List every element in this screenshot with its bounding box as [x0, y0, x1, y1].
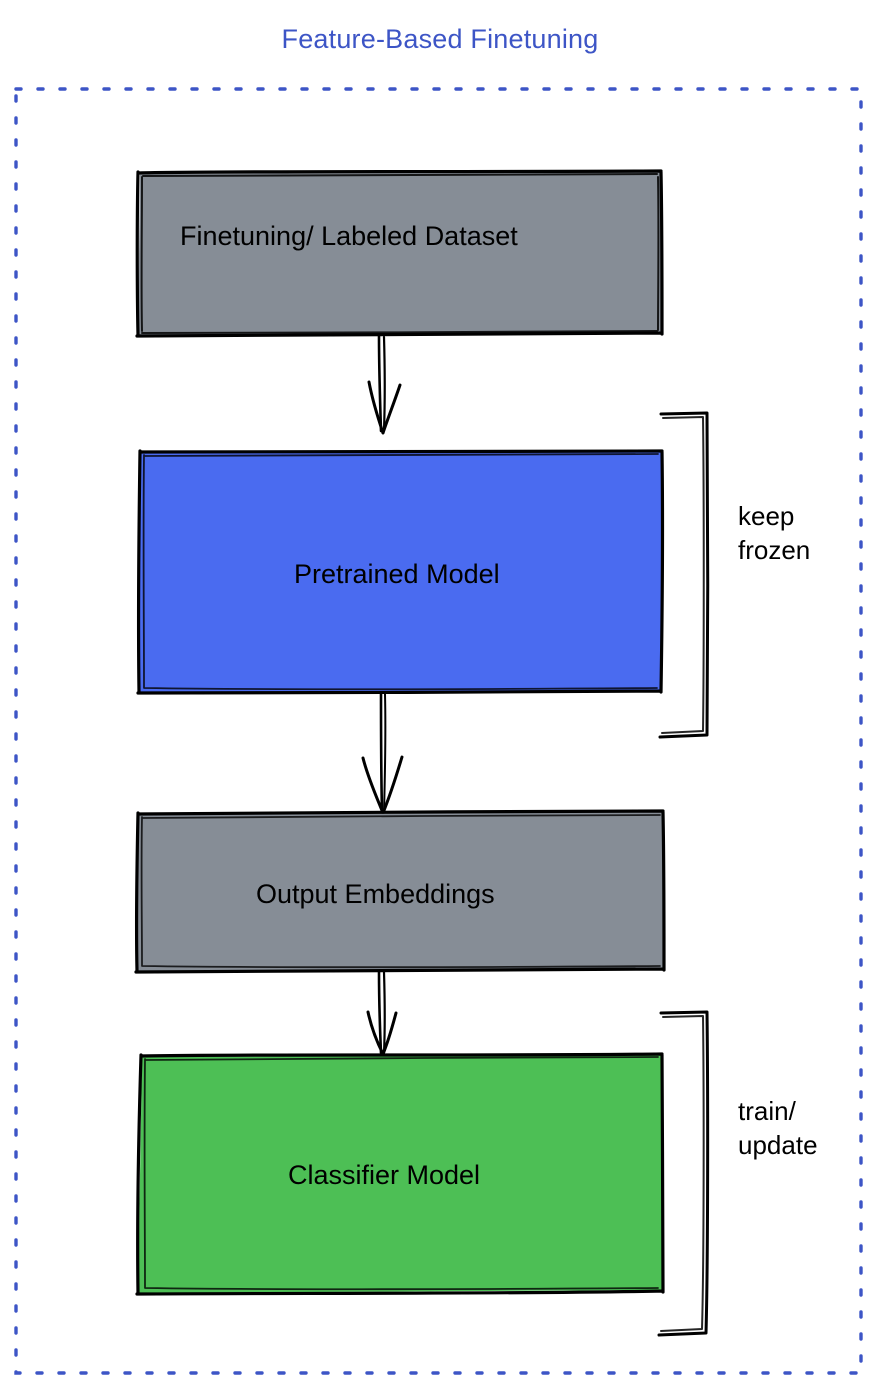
edge-line-sketch [383, 693, 387, 813]
node-classifier-shape [138, 1055, 663, 1293]
node-classifier-outline-sketch [143, 1056, 659, 1291]
node-classifier-outline [135, 1052, 665, 1296]
node-embeddings-outline-sketch [140, 814, 661, 969]
annotation-keep-frozen: keep frozen [738, 501, 811, 565]
node-pretrained-outline [136, 449, 665, 695]
node-pretrained[interactable] [136, 449, 665, 695]
edge-arrowhead [361, 755, 404, 815]
node-dataset-outline-sketch [140, 173, 660, 334]
bracket-train-update [657, 1010, 710, 1337]
edge-line [377, 970, 383, 1055]
node-embeddings[interactable] [134, 809, 666, 974]
bracket-keep-frozen [658, 411, 710, 739]
edge-dataset-to-pretrained [367, 334, 402, 435]
edge-arrowhead [366, 1010, 398, 1056]
edge-line-sketch [382, 970, 386, 1055]
node-embeddings-outline [134, 809, 666, 974]
node-classifier-label: Classifier Model [288, 1160, 481, 1190]
diagram-title: Feature-Based Finetuning [281, 24, 599, 54]
edge-embeddings-to-classifier [366, 970, 398, 1056]
outer-dashed-border [14, 87, 863, 1375]
bracket-keep-frozen-sketch [661, 416, 705, 734]
edge-line-sketch [382, 335, 386, 432]
edge-arrowhead [367, 380, 402, 435]
node-classifier[interactable] [135, 1052, 665, 1296]
node-embeddings-label: Output Embeddings [256, 879, 495, 909]
annotation-train-update: train/ update [738, 1096, 818, 1160]
node-pretrained-outline-sketch [142, 453, 659, 691]
bracket-train-update-shape [657, 1010, 710, 1337]
bracket-keep-frozen-shape [658, 411, 710, 739]
node-pretrained-label: Pretrained Model [294, 559, 500, 589]
bracket-train-update-sketch [660, 1015, 705, 1332]
node-dataset-shape [138, 172, 662, 335]
node-embeddings-shape [137, 812, 664, 971]
node-dataset-label: Finetuning/ Labeled Dataset [180, 221, 518, 251]
node-dataset-outline [135, 169, 664, 338]
node-dataset[interactable] [135, 169, 664, 338]
node-pretrained-shape [139, 452, 661, 692]
edge-pretrained-to-embeddings [361, 691, 404, 815]
edge-line [379, 691, 384, 814]
